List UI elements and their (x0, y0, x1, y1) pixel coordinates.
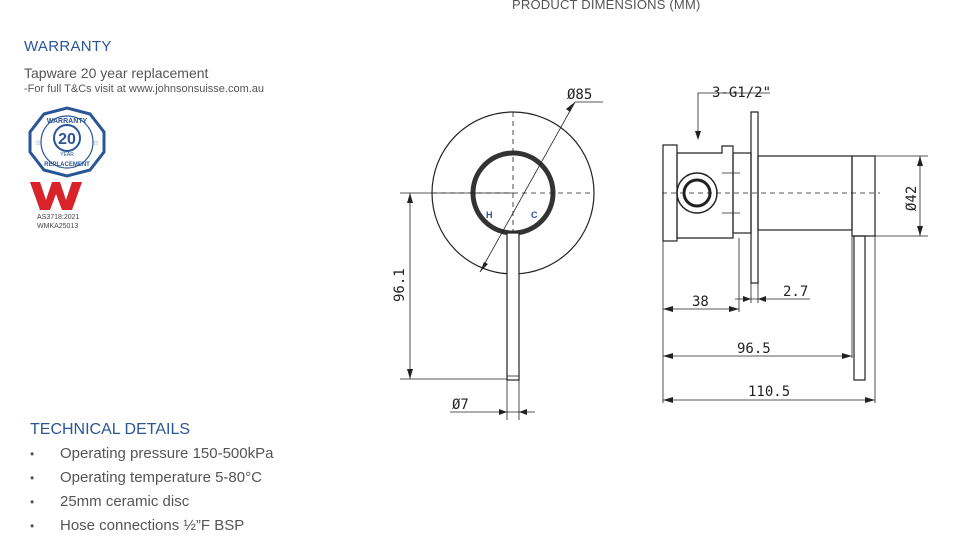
side-diameter-label: Ø42 (904, 186, 920, 211)
watermark-licence: AS3718:2021 WMKA25013 (37, 213, 79, 231)
watermark-number: WMKA25013 (37, 223, 79, 230)
technical-heading: TECHNICAL DETAILS (30, 421, 191, 438)
badge-unit: YEAR (60, 152, 74, 158)
list-item: •Hose connections ½”F BSP (30, 517, 245, 534)
front-height-label: 96.1 (392, 268, 408, 302)
list-item: •Operating temperature 5-80°C (30, 469, 262, 486)
front-view: Ø85 H C 96.1 Ø7 (392, 87, 603, 420)
depth-38-label: 38 (692, 294, 709, 310)
warranty-heading: WARRANTY (24, 38, 112, 55)
warranty-text: Tapware 20 year replacement (24, 65, 209, 81)
svg-text:☆: ☆ (35, 139, 41, 147)
warranty-terms-link[interactable]: -For full T&Cs visit at www.johnsonsuiss… (24, 83, 265, 95)
badge-bottom-text: REPLACEMENT (44, 162, 90, 168)
badge-number: 20 (58, 131, 76, 148)
length-1105-label: 110.5 (748, 384, 790, 400)
list-item: •Operating pressure 150-500kPa (30, 445, 274, 462)
handle-diameter-label: Ø7 (452, 397, 469, 413)
watermark-standard: AS3718:2021 (37, 214, 80, 221)
side-view: 3-G1/2" Ø42 38 2.7 96.5 110.5 (662, 85, 928, 403)
badge-top-text: WARRANTY (47, 118, 88, 125)
plate-thickness-label: 2.7 (783, 284, 808, 300)
thread-label: 3-G1/2" (712, 85, 771, 101)
front-diameter-label: Ø85 (567, 87, 592, 103)
hot-label: H (486, 210, 493, 220)
watermark-logo-icon (30, 182, 82, 210)
length-965-label: 96.5 (737, 341, 771, 357)
technical-list: •Operating pressure 150-500kPa •Operatin… (30, 443, 273, 539)
list-item: •25mm ceramic disc (30, 493, 190, 510)
warranty-badge-icon: WARRANTY 20 YEAR REPLACEMENT ☆ ☆ (28, 106, 106, 178)
cold-label: C (531, 210, 538, 220)
page-title: PRODUCT DIMENSIONS (MM) (512, 0, 701, 12)
svg-text:☆: ☆ (93, 139, 99, 147)
